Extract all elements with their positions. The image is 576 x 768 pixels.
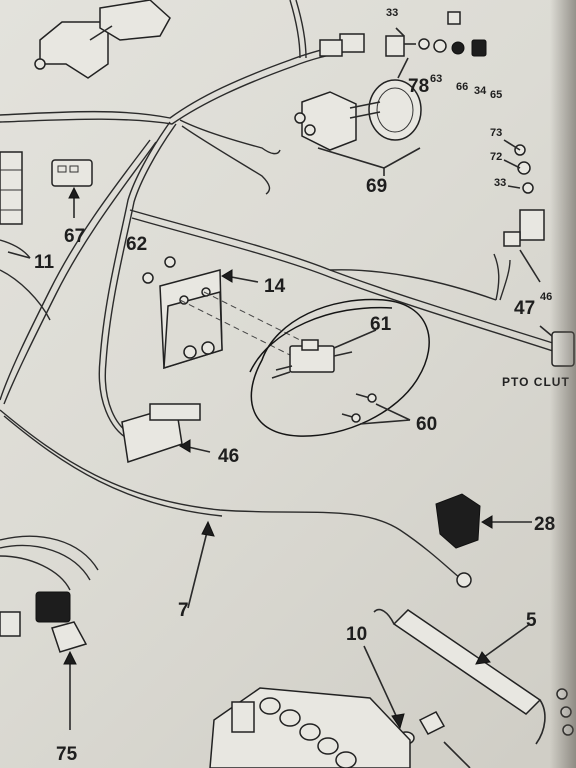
callout-63: 63: [430, 73, 442, 85]
knob-28: [435, 493, 532, 549]
callout-67: 67: [64, 226, 85, 247]
callout-75: 75: [56, 744, 78, 765]
callout-34: 34: [474, 85, 487, 97]
callout-46-right: 46: [540, 291, 552, 303]
callout-10: 10: [346, 624, 367, 645]
callout-73: 73: [490, 127, 502, 139]
callout-47: 47: [514, 298, 535, 319]
callout-28: 28: [534, 514, 555, 535]
wiring-harness-top: [0, 0, 365, 441]
callout-78: 78: [408, 76, 429, 97]
callout-labels: 67 11 62 14 61 60 46 46 47 69 78 63 66 3…: [34, 7, 569, 765]
hardware-top-right: [385, 11, 487, 79]
callout-72: 72: [490, 151, 502, 163]
switch-61: [249, 298, 430, 437]
callout-7: 7: [178, 600, 189, 621]
battery: [209, 687, 411, 768]
callout-33-top: 33: [386, 7, 398, 19]
callout-66: 66: [456, 81, 468, 93]
callout-61: 61: [370, 314, 392, 335]
wire-7: [0, 409, 472, 609]
page-edge-shadow: [550, 0, 576, 768]
left-edge-component: [0, 151, 31, 259]
callout-46-lower: 46: [218, 446, 239, 467]
callout-62: 62: [126, 234, 147, 255]
hardware-right-column: [503, 139, 545, 283]
connector-67: [51, 159, 93, 218]
gauge-bracket-top-left: [34, 0, 171, 79]
spring-5: [373, 608, 546, 745]
connector-46-lower: [121, 403, 211, 463]
callout-14: 14: [264, 276, 286, 297]
bracket-14: [142, 256, 321, 370]
callout-69: 69: [366, 176, 387, 197]
lower-left-connectors: [0, 535, 99, 730]
callout-33-right: 33: [494, 177, 506, 189]
callout-60: 60: [416, 414, 437, 435]
gauge-69: [294, 79, 422, 176]
callout-65: 65: [490, 89, 502, 101]
callout-5: 5: [526, 610, 537, 631]
callout-11: 11: [34, 252, 55, 273]
